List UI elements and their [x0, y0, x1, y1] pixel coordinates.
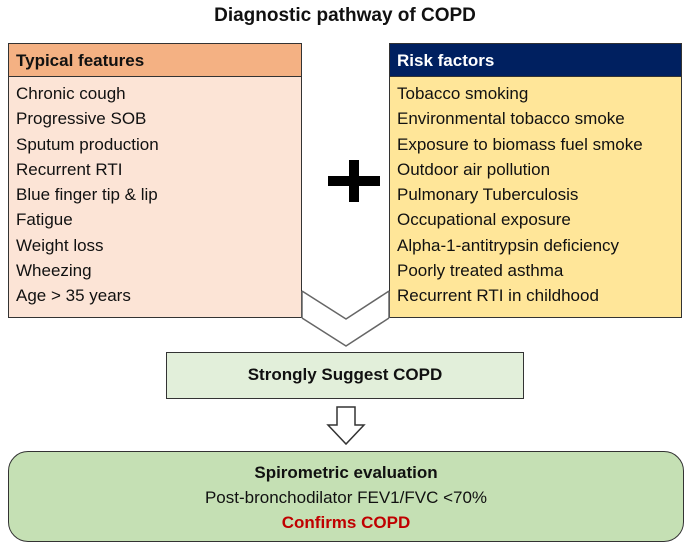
risk-factor-item: Environmental tobacco smoke [397, 109, 625, 129]
risk-factor-item: Poorly treated asthma [397, 261, 564, 281]
suggest-copd-box: Strongly Suggest COPD [166, 352, 524, 399]
typical-feature-item: Sputum production [16, 134, 159, 154]
risk-factor-item: Recurrent RTI in childhood [397, 286, 599, 306]
typical-features-box: Typical features Chronic cough Progressi… [8, 43, 302, 318]
diagram-title: Diagnostic pathway of COPD [214, 5, 476, 26]
arrow-down-icon [326, 406, 366, 446]
typical-feature-item: Chronic cough [16, 84, 126, 103]
risk-factor-item: Exposure to biomass fuel smoke [397, 134, 643, 154]
typical-feature-item: Fatigue [16, 210, 73, 230]
spirometric-evaluation-title: Spirometric evaluation [254, 463, 438, 482]
typical-feature-item: Progressive SOB [16, 109, 147, 129]
typical-features-header: Typical features [9, 44, 301, 77]
spirometric-criterion: Post-bronchodilator FEV1/FVC <70% [204, 488, 488, 507]
typical-feature-item: Recurrent RTI [16, 159, 123, 179]
suggest-copd-label: Strongly Suggest COPD [247, 365, 443, 384]
confirms-copd-label: Confirms COPD [281, 513, 411, 532]
typical-features-list: Chronic cough Progressive SOB Sputum pro… [9, 77, 301, 309]
spirometric-evaluation-box: Spirometric evaluation Post-bronchodilat… [8, 451, 684, 542]
risk-factor-item: Pulmonary Tuberculosis [397, 185, 579, 205]
risk-factor-item: Alpha-1-antitrypsin deficiency [397, 235, 620, 255]
risk-factors-list: Tobacco smoking Environmental tobacco sm… [390, 77, 681, 309]
risk-factor-item: Tobacco smoking [397, 84, 529, 103]
typical-feature-item: Wheezing [16, 261, 92, 281]
typical-feature-item: Blue finger tip & lip [16, 185, 158, 205]
risk-factors-header: Risk factors [390, 44, 681, 77]
typical-feature-item: Age > 35 years [16, 286, 131, 306]
typical-feature-item: Weight loss [16, 235, 104, 255]
risk-factors-box: Risk factors Tobacco smoking Environment… [389, 43, 682, 318]
risk-factor-item: Occupational exposure [397, 210, 571, 230]
plus-icon [328, 160, 380, 202]
risk-factor-item: Outdoor air pollution [397, 159, 551, 179]
